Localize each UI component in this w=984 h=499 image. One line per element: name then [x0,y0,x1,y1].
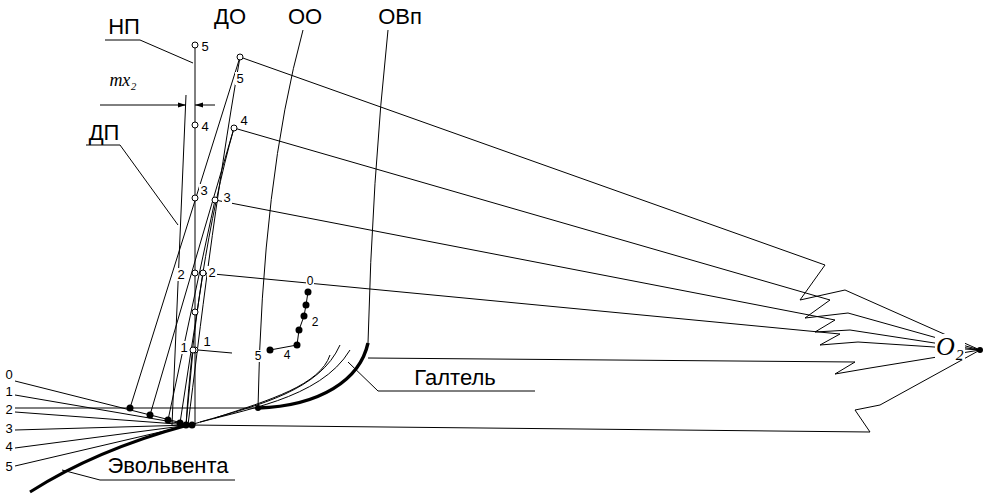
trochoid [200,345,340,422]
point-marker [237,54,243,60]
point-number: 1 [179,341,188,354]
position-number: 4 [4,440,13,453]
fan-line [15,395,190,425]
point-marker [192,270,198,276]
center-dot [977,347,983,353]
leader [105,40,193,63]
point-marker [192,309,198,315]
dimension-label: mx₂ [108,71,137,89]
point-number: 2 [176,268,185,281]
chain-dot [301,313,308,320]
point-marker [190,347,196,353]
ray [234,128,980,350]
fillet [258,343,368,408]
fan-line [15,425,190,448]
point-number: 0 [306,275,315,287]
contact-dot [165,417,172,424]
point-number: 5 [235,72,244,85]
leader [86,145,178,225]
center-label: O₂ [935,334,965,360]
point-marker [192,195,198,201]
ray [190,350,980,432]
position-number: 5 [4,460,13,473]
part-name: Эвольвента [106,455,229,477]
line-name: ДП [88,122,121,144]
contact-dot [183,422,190,429]
chain-dot [267,347,274,354]
chain-dot [305,289,312,296]
point-marker [192,122,198,128]
point-number: 3 [199,184,208,197]
point-number: 2 [207,266,216,279]
point-marker [192,42,198,48]
fan-line [15,412,190,425]
fan-line [15,381,190,425]
contact-line [168,200,215,420]
point-number: 1 [202,335,211,348]
point-marker [231,125,237,131]
contact-dot [127,405,134,412]
trochoid [190,350,350,425]
line-name: ОО [287,6,323,28]
involute-thin [186,128,234,425]
base-circle [258,30,303,408]
dimension-line [100,105,186,106]
point-number: 4 [239,114,248,127]
point-marker [200,270,206,276]
ray [215,200,980,350]
point-number: 3 [222,191,231,204]
point-marker [212,197,218,203]
contact-dot [255,405,261,411]
point-number: 2 [311,316,320,328]
line-name: НП [107,16,141,38]
line-name: ОВп [377,6,423,28]
point-number: 5 [254,350,263,362]
contact-dot [147,412,154,419]
point-number: 5 [200,40,209,53]
point-chain [270,292,308,350]
root-circle [368,30,388,343]
line-0 [15,408,258,409]
line-name: ДО [213,6,247,28]
leader [348,362,535,391]
point-number: 4 [283,349,292,361]
chain-dot [294,342,301,349]
point-number: 4 [200,120,209,133]
chain-dot [296,327,303,334]
ray [240,57,980,350]
contact-dot [177,420,184,427]
ray [203,273,980,350]
position-number: 3 [4,422,13,435]
position-number: 0 [4,368,13,381]
leader [198,350,232,353]
dividing-line [172,95,186,425]
dimension-line [195,105,215,106]
position-number: 1 [4,385,13,398]
fan-line [15,425,190,430]
chain-dot [303,302,310,309]
dividing-circle [188,57,240,425]
contact-dot [189,422,196,429]
part-name: Галтель [413,367,496,389]
position-number: 2 [4,403,13,416]
